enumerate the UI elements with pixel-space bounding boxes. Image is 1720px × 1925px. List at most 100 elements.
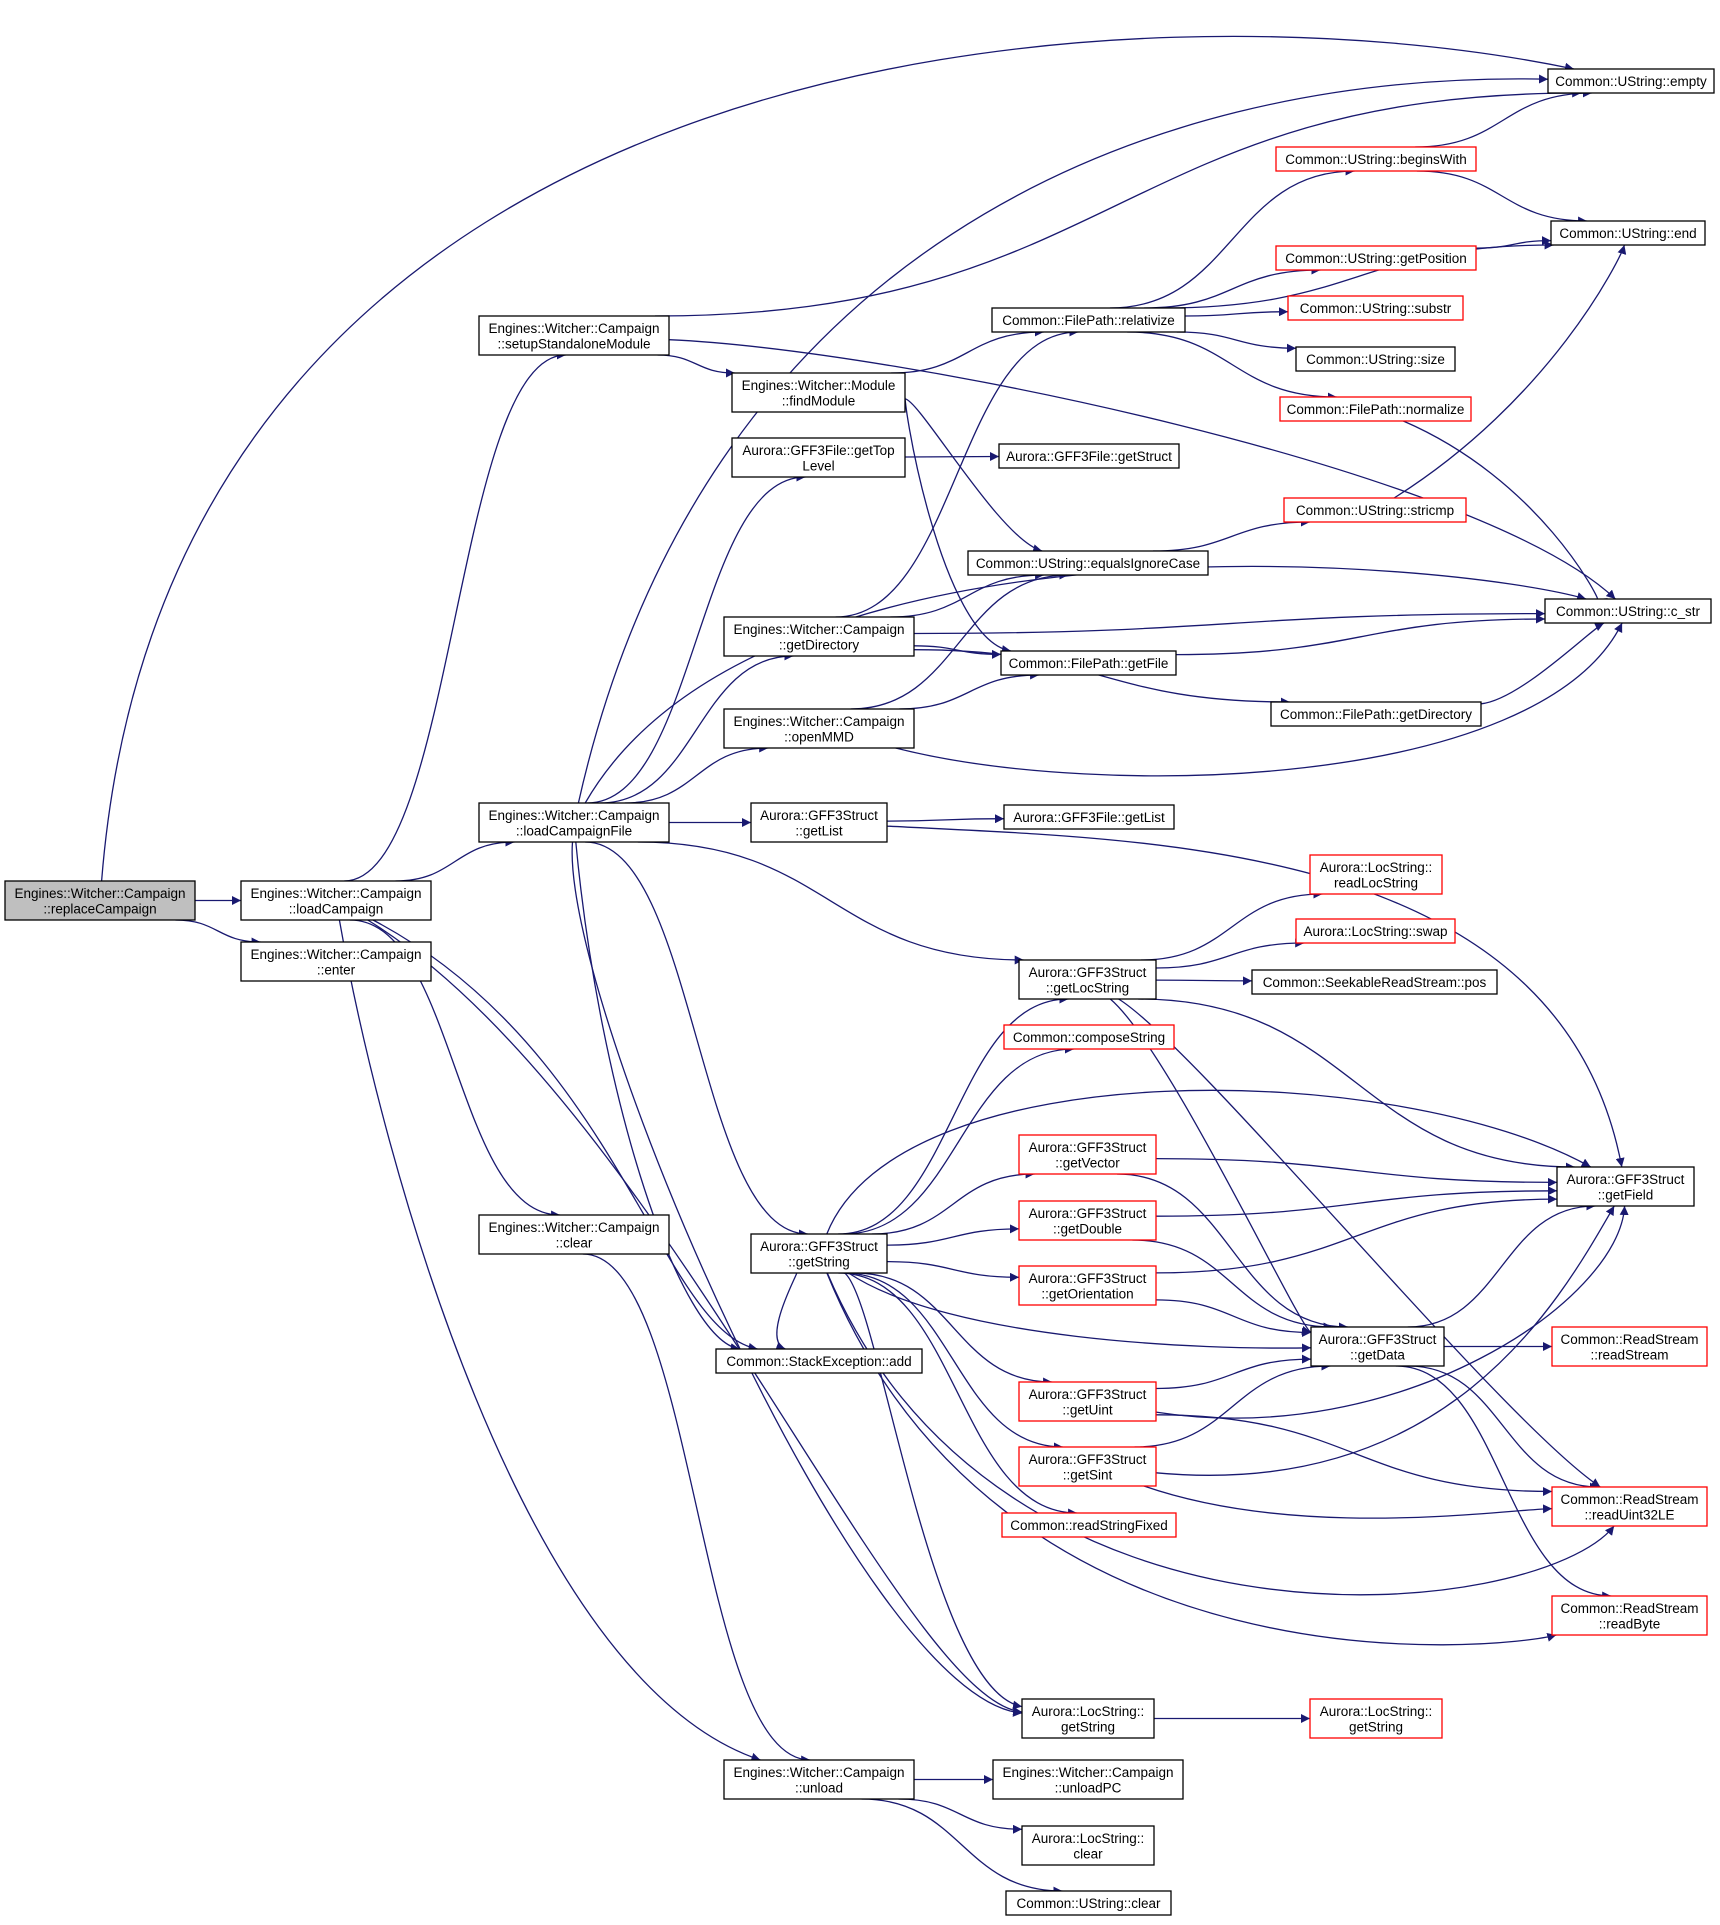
node-label: Engines::Witcher::Campaign: [488, 321, 659, 336]
node-getUint[interactable]: Aurora::GFF3Struct::getUint: [1018, 1381, 1157, 1422]
node-label: Aurora::LocString::: [1320, 1704, 1433, 1719]
node-normalize[interactable]: Common::FilePath::normalize: [1279, 396, 1472, 422]
edge-filePathGetDirectory-to-c_str: [1480, 622, 1605, 705]
node-ustringClear[interactable]: Common::UString::clear: [1005, 1890, 1172, 1916]
node-readStream[interactable]: Common::ReadStream::readStream: [1551, 1326, 1708, 1367]
node-label: Aurora::GFF3File::getStruct: [1006, 449, 1172, 464]
node-locStringGetString2[interactable]: Aurora::LocString::getString: [1309, 1698, 1443, 1739]
node-findModule[interactable]: Engines::Witcher::Module::findModule: [731, 372, 906, 413]
node-label: Aurora::GFF3File::getList: [1013, 810, 1165, 825]
edge-loadCampaignFile-to-stackExceptionAdd: [575, 841, 740, 1353]
edge-getDouble-to-getData: [1132, 1239, 1333, 1332]
edge-getString-to-composeString: [843, 1044, 1075, 1235]
node-label: Aurora::GFF3Struct: [1029, 1271, 1147, 1286]
node-substr[interactable]: Common::UString::substr: [1287, 295, 1464, 321]
edge-getDirectoryCampaign-to-filePathGetDirectory: [913, 649, 1290, 707]
node-getField[interactable]: Aurora::GFF3Struct::getField: [1556, 1166, 1695, 1207]
node-empty[interactable]: Common::UString::empty: [1547, 68, 1715, 94]
node-label: Engines::Witcher::Campaign: [1002, 1765, 1173, 1780]
node-label: ::getOrientation: [1041, 1286, 1133, 1301]
edge-getOrientation-to-getField: [1155, 1194, 1558, 1274]
node-getData[interactable]: Aurora::GFF3Struct::getData: [1310, 1326, 1445, 1367]
node-box: [723, 708, 915, 749]
node-relativize[interactable]: Common::FilePath::relativize: [991, 307, 1186, 333]
node-equalsIgnoreCase[interactable]: Common::UString::equalsIgnoreCase: [967, 550, 1209, 576]
node-getPosition[interactable]: Common::UString::getPosition: [1275, 245, 1477, 271]
node-box: [731, 437, 906, 478]
node-label: ::readUint32LE: [1584, 1507, 1674, 1522]
node-box: [998, 443, 1180, 469]
node-getLocString[interactable]: Aurora::GFF3Struct::getLocString: [1018, 959, 1157, 1000]
node-label: Engines::Witcher::Campaign: [733, 1765, 904, 1780]
node-gff3FileGetStruct[interactable]: Aurora::GFF3File::getStruct: [998, 443, 1180, 469]
node-label: Engines::Witcher::Campaign: [250, 886, 421, 901]
node-label: Aurora::LocString::: [1032, 1831, 1145, 1846]
node-readUint32LE[interactable]: Common::ReadStream::readUint32LE: [1551, 1486, 1708, 1527]
edge-getUint-to-getData: [1155, 1354, 1312, 1390]
node-getOrientation[interactable]: Aurora::GFF3Struct::getOrientation: [1018, 1265, 1157, 1306]
node-enter[interactable]: Engines::Witcher::Campaign::enter: [240, 941, 432, 982]
node-stricmp[interactable]: Common::UString::stricmp: [1283, 497, 1467, 523]
node-label: ::loadCampaign: [289, 901, 384, 916]
edge-getDouble-to-getField: [1155, 1186, 1558, 1217]
edge-campaignClear-to-unload: [582, 1253, 811, 1765]
node-unload[interactable]: Engines::Witcher::Campaign::unload: [723, 1759, 915, 1800]
node-readByte[interactable]: Common::ReadStream::readByte: [1551, 1595, 1708, 1636]
node-composeString[interactable]: Common::composeString: [1003, 1024, 1175, 1050]
node-getDirectoryCampaign[interactable]: Engines::Witcher::Campaign::getDirectory: [723, 616, 915, 657]
node-layer: Engines::Witcher::Campaign::replaceCampa…: [4, 68, 1715, 1916]
node-locStringClear[interactable]: Aurora::LocString::clear: [1021, 1825, 1155, 1866]
node-box: [240, 880, 432, 921]
node-getSint[interactable]: Aurora::GFF3Struct::getSint: [1018, 1446, 1157, 1487]
edge-getDirectoryCampaign-to-c_str: [913, 609, 1546, 635]
node-box: [967, 550, 1209, 576]
node-unloadPC[interactable]: Engines::Witcher::Campaign::unloadPC: [992, 1759, 1184, 1800]
node-loadCampaign[interactable]: Engines::Witcher::Campaign::loadCampaign: [240, 880, 432, 921]
node-gff3StructGetList[interactable]: Aurora::GFF3Struct::getList: [750, 802, 888, 843]
node-campaignClear[interactable]: Engines::Witcher::Campaign::clear: [478, 1214, 670, 1255]
node-box: [1018, 1446, 1157, 1487]
node-box: [1309, 854, 1443, 895]
edge-getLocString-to-pos: [1155, 976, 1253, 986]
edge-getDirectoryCampaign-to-relativize: [835, 327, 1079, 618]
node-label: Common::FilePath::getDirectory: [1280, 707, 1472, 722]
node-locStringGetString[interactable]: Aurora::LocString::getString: [1021, 1698, 1155, 1739]
edge-loadCampaign-to-setupStandaloneModule: [344, 350, 566, 882]
node-filePathGetDirectory[interactable]: Common::FilePath::getDirectory: [1270, 701, 1482, 727]
node-replaceCampaign[interactable]: Engines::Witcher::Campaign::replaceCampa…: [4, 880, 196, 921]
node-beginsWith[interactable]: Common::UString::beginsWith: [1275, 146, 1477, 172]
edge-getString-to-getSint: [843, 1272, 1063, 1452]
node-readStringFixed[interactable]: Common::readStringFixed: [1001, 1512, 1177, 1538]
node-size[interactable]: Common::UString::size: [1295, 346, 1456, 372]
node-setupStandaloneModule[interactable]: Engines::Witcher::Campaign::setupStandal…: [478, 315, 670, 356]
node-end[interactable]: Common::UString::end: [1550, 220, 1706, 246]
node-label: Common::UString::getPosition: [1285, 251, 1467, 266]
node-pos[interactable]: Common::SeekableReadStream::pos: [1251, 969, 1498, 995]
node-getDouble[interactable]: Aurora::GFF3Struct::getDouble: [1018, 1200, 1157, 1241]
node-getFile[interactable]: Common::FilePath::getFile: [1000, 650, 1177, 676]
edge-relativize-to-beginsWith: [1109, 166, 1355, 309]
node-label: readLocString: [1334, 875, 1418, 890]
node-label: Common::UString::empty: [1555, 74, 1707, 89]
node-box: [4, 880, 196, 921]
node-readLocString[interactable]: Aurora::LocString::readLocString: [1309, 854, 1443, 895]
node-label: ::unloadPC: [1055, 1780, 1122, 1795]
node-gff3FileGetList[interactable]: Aurora::GFF3File::getList: [1003, 804, 1175, 830]
node-label: Common::ReadStream: [1560, 1601, 1698, 1616]
node-stackExceptionAdd[interactable]: Common::StackException::add: [715, 1348, 923, 1374]
node-label: ::replaceCampaign: [43, 901, 156, 916]
edge-getFile-to-c_str: [1175, 614, 1546, 656]
node-box: [1251, 969, 1498, 995]
node-openMMD[interactable]: Engines::Witcher::Campaign::openMMD: [723, 708, 915, 749]
edge-getString-to-readByte: [826, 1272, 1557, 1646]
node-loadCampaignFile[interactable]: Engines::Witcher::Campaign::loadCampaign…: [478, 802, 670, 843]
node-getString[interactable]: Aurora::GFF3Struct::getString: [750, 1233, 888, 1274]
node-box: [1556, 1166, 1695, 1207]
node-locStringSwap[interactable]: Aurora::LocString::swap: [1295, 918, 1456, 944]
node-box: [1003, 804, 1175, 830]
edge-getVector-to-getData: [1116, 1173, 1349, 1332]
node-getVector[interactable]: Aurora::GFF3Struct::getVector: [1018, 1134, 1157, 1175]
node-c_str[interactable]: Common::UString::c_str: [1544, 598, 1712, 624]
node-box: [1018, 1134, 1157, 1175]
